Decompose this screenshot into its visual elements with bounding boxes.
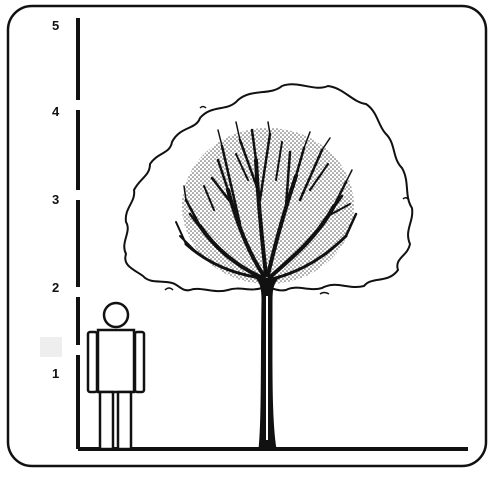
tree-branches (175, 121, 358, 281)
person-left-leg (98, 390, 115, 451)
person-torso (96, 328, 136, 394)
person-figure (86, 301, 146, 451)
person-right-leg (116, 390, 133, 451)
tree-foliage-outline (123, 83, 414, 293)
scale-label-1: 1 (52, 366, 59, 381)
scale-label-3: 3 (52, 192, 59, 207)
crown-shading (182, 128, 354, 284)
person-left-arm (86, 330, 99, 394)
person-right-arm (133, 330, 146, 394)
scale-label-2: 2 (52, 280, 59, 295)
foliage-flecks (164, 105, 410, 295)
person-head (102, 301, 130, 329)
scale-label-5: 5 (52, 18, 59, 33)
background-smudge (40, 337, 62, 357)
scale-label-4: 4 (52, 104, 60, 119)
